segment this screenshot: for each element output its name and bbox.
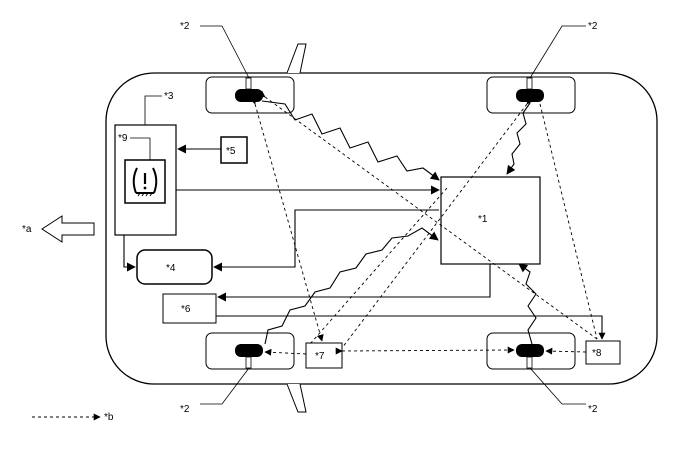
label-box-7: *7 bbox=[315, 351, 325, 362]
label-combination-meter: *3 bbox=[164, 91, 174, 102]
label-front-arrow: *a bbox=[22, 224, 32, 235]
tire-rear-right bbox=[516, 344, 544, 357]
component-box-4 bbox=[136, 249, 213, 285]
front-direction-arrow bbox=[41, 215, 95, 243]
label-box-6: *6 bbox=[181, 304, 191, 315]
label-sensor-front-right: *2 bbox=[588, 21, 598, 32]
label-box-5: *5 bbox=[226, 146, 236, 157]
label-ecu: *1 bbox=[478, 214, 488, 225]
tire-pressure-warning-icon bbox=[132, 167, 158, 197]
dashed-signals bbox=[249, 90, 598, 356]
tire-front-left bbox=[235, 89, 263, 102]
vehicle-outline bbox=[105, 43, 658, 413]
label-warning-light: *9 bbox=[118, 133, 128, 144]
component-box-5 bbox=[220, 136, 248, 164]
component-box-6 bbox=[162, 293, 217, 324]
ecu-box bbox=[440, 176, 541, 265]
tire-rear-left bbox=[235, 344, 263, 357]
component-box-8 bbox=[585, 340, 621, 365]
tire-front-right bbox=[516, 89, 544, 102]
label-sensor-rear-right: *2 bbox=[588, 404, 598, 415]
label-box-8: *8 bbox=[592, 348, 602, 359]
label-legend-dashed: *b bbox=[104, 412, 114, 423]
label-sensor-front-left: *2 bbox=[180, 21, 190, 32]
label-box-4: *4 bbox=[166, 263, 176, 274]
component-box-7 bbox=[305, 342, 343, 369]
label-sensor-rear-left: *2 bbox=[180, 404, 190, 415]
